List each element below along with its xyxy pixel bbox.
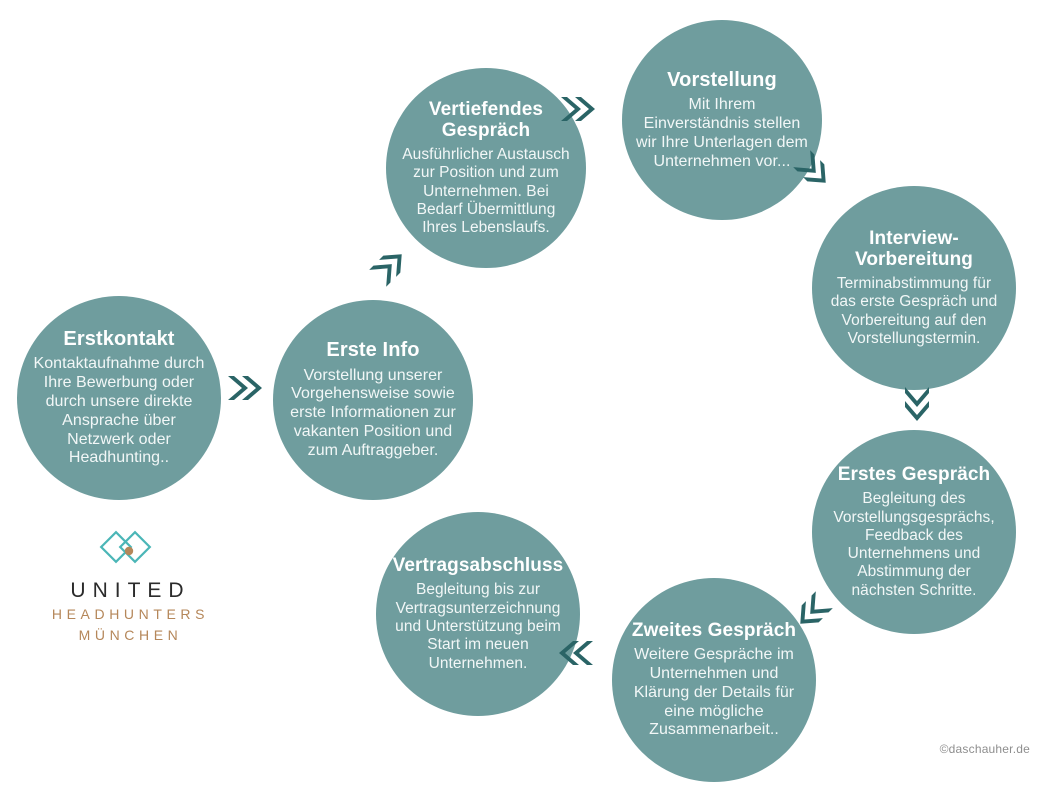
step-title: Vertiefendes Gespräch	[428, 98, 544, 141]
company-logo: UNITED HEADHUNTERS MÜNCHEN	[28, 528, 233, 646]
process-step-erstes-gespraech[interactable]: Erstes Gespräch Begleitung des Vorstellu…	[812, 430, 1016, 634]
process-step-vertiefendes-gespraech[interactable]: Vertiefendes Gespräch Ausführlicher Aust…	[386, 68, 586, 268]
double-chevron-left-icon	[554, 630, 600, 676]
process-step-interview-vorbereitung[interactable]: Interview-Vorbereitung Terminabstimmung …	[812, 186, 1016, 390]
step-description: Terminabstimmung für das erste Gespräch …	[830, 275, 998, 348]
step-description: Weitere Gespräche im Unternehmen und Klä…	[633, 645, 795, 739]
step-title: Erstes Gespräch	[837, 464, 991, 486]
step-title: Zweites Gespräch	[631, 619, 797, 641]
process-step-zweites-gespraech[interactable]: Zweites Gespräch Weitere Gespräche im Un…	[612, 578, 816, 782]
step-description: Mit Ihrem Einverständnis stellen wir Ihr…	[636, 95, 808, 170]
step-description: Begleitung des Vorstellungsgesprächs, Fe…	[833, 490, 995, 599]
step-description: Begleitung bis zur Vertragsunterzeichnun…	[395, 581, 561, 672]
overlapping-diamonds-icon	[99, 530, 151, 564]
process-step-erstkontakt[interactable]: Erstkontakt Kontaktaufnahme durch Ihre B…	[17, 296, 221, 500]
double-chevron-right-icon	[221, 365, 267, 411]
double-chevron-down-icon	[894, 380, 940, 426]
logo-line-headhunters: HEADHUNTERS	[51, 606, 210, 623]
step-description: Ausführlicher Austausch zur Position und…	[402, 146, 570, 237]
double-chevron-down-left-icon	[780, 578, 845, 643]
step-title: Vorstellung	[667, 68, 777, 91]
step-title: Interview-Vorbereitung	[854, 227, 974, 270]
process-step-vertragsabschluss[interactable]: Vertragsabschluss Begleitung bis zur Ver…	[376, 512, 580, 716]
step-title: Erste Info	[326, 339, 420, 362]
double-chevron-down-right-icon	[780, 137, 845, 202]
step-description: Kontaktaufnahme durch Ihre Bewerbung ode…	[33, 355, 205, 467]
step-description: Vorstellung unserer Vorgehensweise sowie…	[290, 366, 456, 460]
step-title: Vertragsabschluss	[392, 555, 564, 577]
step-title: Erstkontakt	[63, 327, 175, 350]
credit-text: ©daschauher.de	[939, 742, 1030, 756]
logo-line-muenchen: MÜNCHEN	[78, 627, 183, 644]
double-chevron-right-icon	[554, 86, 600, 132]
double-chevron-up-right-icon	[356, 234, 421, 299]
process-step-erste-info[interactable]: Erste Info Vorstellung unserer Vorgehens…	[273, 300, 473, 500]
process-step-vorstellung[interactable]: Vorstellung Mit Ihrem Einverständnis ste…	[622, 20, 822, 220]
logo-line-united: UNITED	[70, 579, 191, 602]
